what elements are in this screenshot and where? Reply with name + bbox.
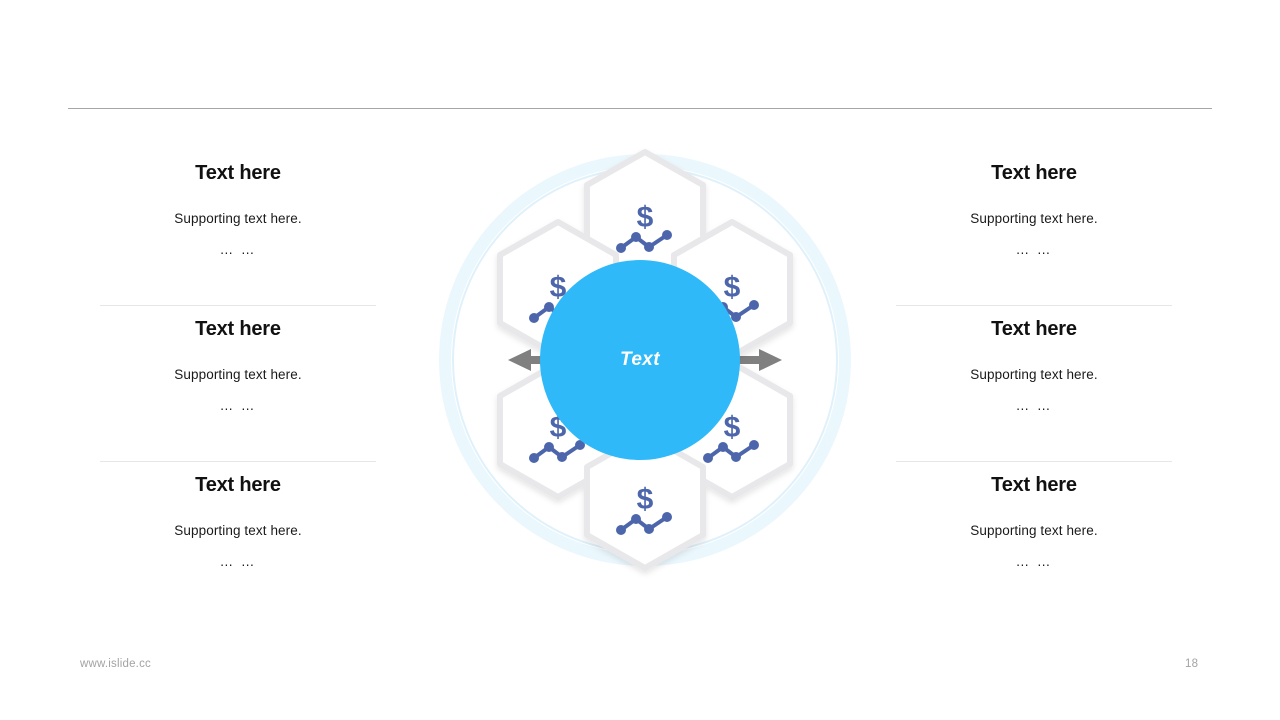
block-support-text: Supporting text here. (174, 211, 302, 226)
block-support-text: Supporting text here. (174, 367, 302, 382)
text-block[interactable]: Text here Supporting text here. … … (896, 306, 1172, 462)
text-block[interactable]: Text here Supporting text here. … … (100, 306, 376, 462)
block-ellipsis: … … (219, 553, 257, 569)
footer-page-number: 18 (1185, 658, 1199, 670)
text-block[interactable]: Text here Supporting text here. … … (100, 150, 376, 306)
block-heading: Text here (195, 474, 281, 496)
text-block[interactable]: Text here Supporting text here. … … (896, 150, 1172, 306)
center-label: Text (620, 349, 660, 370)
footer-url[interactable]: www.islide.cc (80, 658, 151, 670)
block-support-text: Supporting text here. (970, 523, 1098, 538)
block-ellipsis: … … (219, 241, 257, 257)
block-heading: Text here (991, 318, 1077, 340)
center-circle[interactable]: Text (540, 260, 740, 460)
block-heading: Text here (195, 162, 281, 184)
text-block[interactable]: Text here Supporting text here. … … (100, 462, 376, 618)
block-ellipsis: … … (1015, 241, 1053, 257)
hexagon-bottom (584, 431, 706, 571)
block-heading: Text here (991, 474, 1077, 496)
left-text-column: Text here Supporting text here. … … Text… (100, 150, 376, 618)
block-heading: Text here (195, 318, 281, 340)
block-ellipsis: … … (219, 397, 257, 413)
right-text-column: Text here Supporting text here. … … Text… (896, 150, 1172, 618)
block-ellipsis: … … (1015, 397, 1053, 413)
block-support-text: Supporting text here. (970, 367, 1098, 382)
block-support-text: Supporting text here. (970, 211, 1098, 226)
block-ellipsis: … … (1015, 553, 1053, 569)
header-divider (68, 108, 1212, 109)
block-support-text: Supporting text here. (174, 523, 302, 538)
text-block[interactable]: Text here Supporting text here. … … (896, 462, 1172, 618)
block-heading: Text here (991, 162, 1077, 184)
